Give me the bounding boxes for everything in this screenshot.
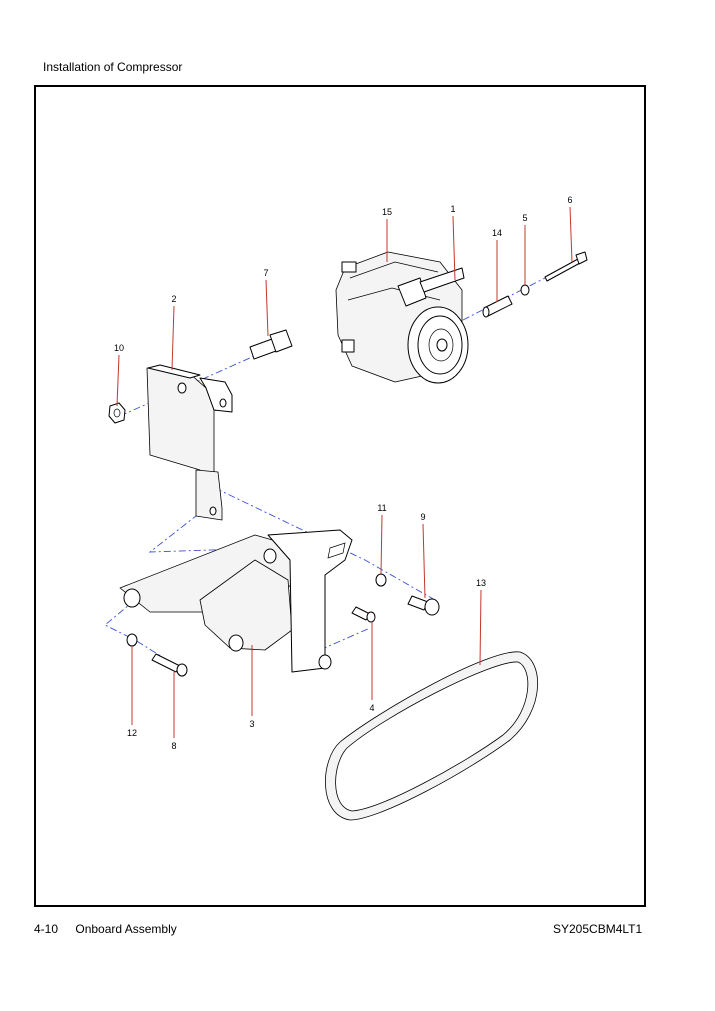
section-name: Onboard Assembly xyxy=(75,922,177,936)
callout-5: 5 xyxy=(522,213,527,223)
washer-5 xyxy=(520,284,530,296)
document-code: SY205CBM4LT1 xyxy=(553,922,643,936)
callout-4: 4 xyxy=(369,703,374,713)
callout-8: 8 xyxy=(171,741,176,751)
bolt-6 xyxy=(544,251,588,282)
footer-left: 4-10 Onboard Assembly xyxy=(34,922,177,936)
callout-9: 9 xyxy=(420,512,425,522)
callout-6: 6 xyxy=(567,195,572,205)
leader-lines xyxy=(116,206,573,738)
bolt-8 xyxy=(151,653,188,677)
bracket-3 xyxy=(119,529,353,673)
bolt-9 xyxy=(407,595,440,616)
washer-11 xyxy=(375,573,387,587)
callout-15: 15 xyxy=(382,207,392,217)
pin-14 xyxy=(482,295,513,318)
callout-12: 12 xyxy=(127,728,137,738)
callout-1: 1 xyxy=(450,204,455,214)
bolt-7 xyxy=(249,329,293,360)
callout-labels: 1 2 3 4 5 6 7 8 9 10 11 12 13 14 15 xyxy=(114,195,573,751)
callout-2: 2 xyxy=(171,294,176,304)
callout-10: 10 xyxy=(114,343,124,353)
callout-3: 3 xyxy=(249,719,254,729)
belt-13 xyxy=(324,651,538,821)
callout-7: 7 xyxy=(263,268,268,278)
bolt-4 xyxy=(351,606,376,623)
nut-10 xyxy=(108,402,126,424)
compressor xyxy=(335,251,469,384)
page-number: 4-10 xyxy=(34,922,59,936)
bracket-2 xyxy=(146,364,233,521)
figure-frame xyxy=(34,85,646,907)
callout-11: 11 xyxy=(377,503,386,513)
callout-13: 13 xyxy=(476,578,486,588)
page-title: Installation of Compressor xyxy=(43,60,183,74)
washer-12 xyxy=(126,633,138,647)
callout-14: 14 xyxy=(492,228,502,238)
